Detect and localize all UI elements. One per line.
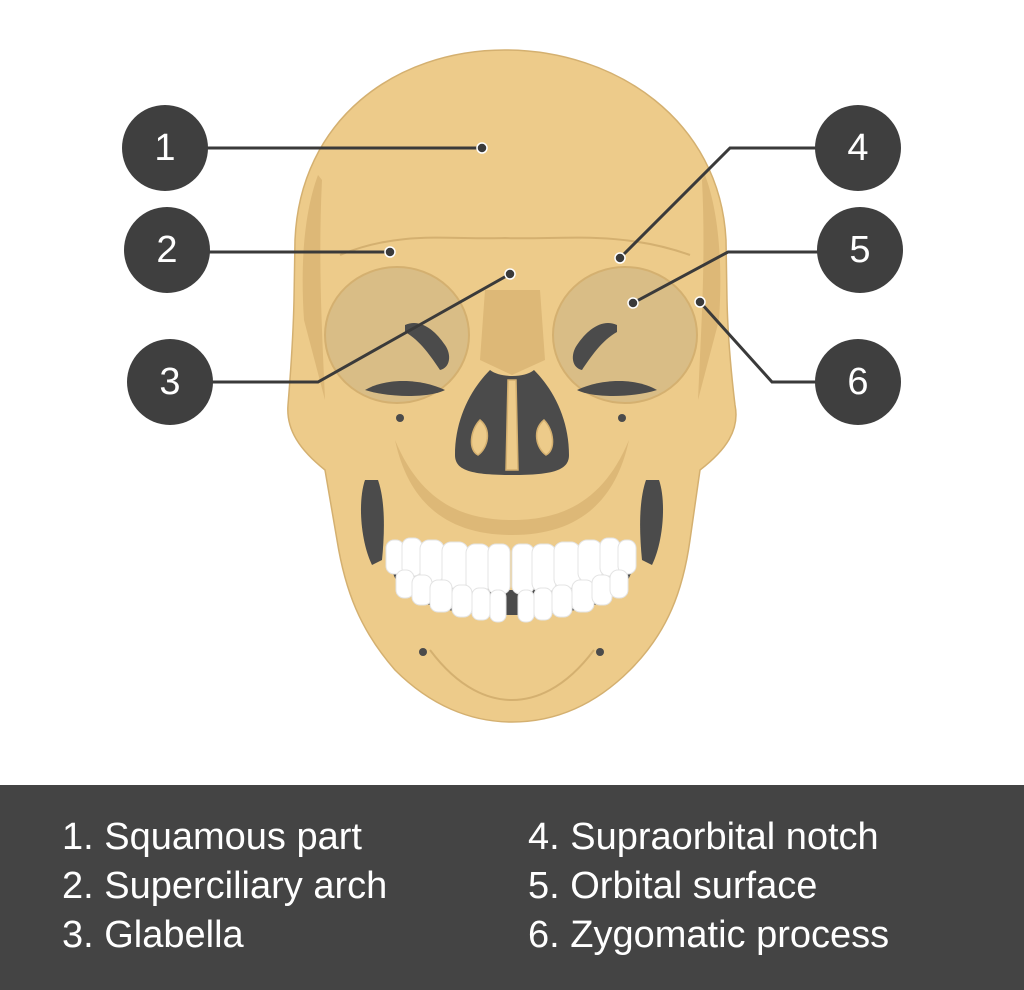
marker-label-4: 4	[847, 127, 868, 169]
orbit-right-fissure-lower	[577, 381, 657, 396]
temporal-left	[302, 175, 325, 400]
legend-item-2: 2. Superciliary arch	[62, 865, 388, 907]
legend-column-left: 1. Squamous part 2. Superciliary arch 3.…	[62, 813, 387, 960]
marker-circle-3	[127, 339, 213, 425]
brow-ridge	[339, 236, 691, 256]
leader-line-6	[698, 300, 818, 384]
skull-illustration	[287, 49, 737, 723]
leader-dot-6	[694, 296, 706, 308]
leader-line-5	[632, 250, 820, 305]
infraorbital-foramen-right	[618, 414, 626, 422]
legend-item-4: 4. Supraorbital notch	[528, 816, 879, 858]
marker-circle-6	[815, 339, 901, 425]
leader-dot-4	[614, 252, 626, 264]
legend-column-right: 4. Supraorbital notch 5. Orbital surface…	[528, 813, 889, 960]
legend-item-6: 6. Zygomatic process	[528, 914, 890, 956]
legend-item-1: 1. Squamous part	[62, 816, 362, 858]
cheek-cavity-left	[360, 480, 384, 565]
orbit-right-fissure-upper	[572, 322, 617, 370]
marker-label-3: 3	[159, 361, 180, 403]
leader-lines	[205, 142, 820, 384]
orbit-left-fissure-lower	[365, 381, 445, 396]
leader-dot-5	[627, 297, 639, 309]
mental-foramen-right	[596, 648, 604, 656]
maxilla-shade	[395, 440, 629, 535]
marker-circle-1	[122, 105, 208, 191]
mandible-chin-line	[429, 649, 595, 702]
leader-dot-1	[476, 142, 488, 154]
legend-item-3: 3. Glabella	[62, 914, 244, 956]
leader-line-3	[210, 272, 511, 384]
marker-circle-5	[817, 207, 903, 293]
cheek-cavity-right	[640, 480, 664, 565]
infraorbital-foramen-left	[396, 414, 404, 422]
skull-diagram: 1 2 3 4 5 6	[122, 49, 903, 723]
nasal-bones	[480, 290, 545, 375]
label-markers: 1 2 3 4 5 6	[122, 105, 903, 425]
nasal-septum	[505, 379, 519, 471]
marker-label-5: 5	[849, 229, 870, 271]
leader-line-4	[618, 146, 818, 260]
marker-label-2: 2	[156, 229, 177, 271]
leader-dot-2	[384, 246, 396, 258]
marker-label-6: 6	[847, 361, 868, 403]
lower-teeth	[395, 569, 629, 623]
mental-foramen-left	[419, 648, 427, 656]
leader-dot-3	[504, 268, 516, 280]
legend-item-5: 5. Orbital surface	[528, 865, 818, 907]
orbit-left-fissure-upper	[405, 322, 450, 370]
orbit-left	[324, 266, 470, 404]
nasal-concha-left	[470, 418, 489, 456]
legend-panel: 1. Squamous part 2. Superciliary arch 3.…	[0, 785, 1024, 990]
marker-circle-4	[815, 105, 901, 191]
orbit-right	[552, 266, 698, 404]
nasal-concha-right	[535, 418, 554, 456]
marker-label-1: 1	[154, 127, 175, 169]
marker-circle-2	[124, 207, 210, 293]
upper-teeth	[385, 537, 637, 595]
temporal-right	[698, 175, 721, 400]
